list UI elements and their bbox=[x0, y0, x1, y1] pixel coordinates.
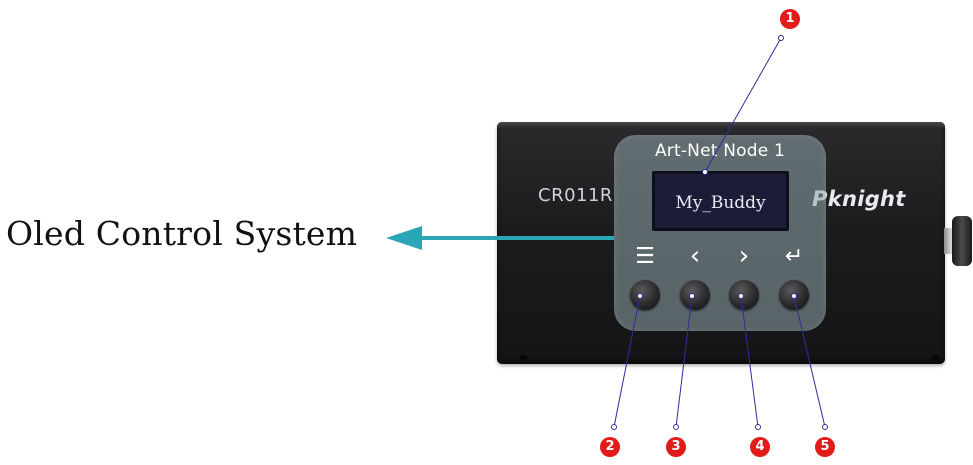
callout-3-dot bbox=[673, 424, 679, 430]
callout-4-dot bbox=[755, 424, 761, 430]
panel-title: Art-Net Node 1 bbox=[654, 141, 786, 161]
menu-icon: ☰ bbox=[635, 244, 655, 269]
device-top-edge bbox=[497, 122, 945, 128]
callout-4-leader bbox=[740, 295, 759, 428]
callout-3-leader bbox=[675, 295, 693, 428]
power-connector[interactable] bbox=[952, 216, 972, 266]
callout-badge-4: 4 bbox=[750, 437, 770, 457]
chevron-left-icon: ‹ bbox=[689, 241, 701, 271]
model-label: CR011R bbox=[538, 185, 613, 206]
chevron-right-icon: › bbox=[738, 241, 750, 271]
callout-1-dot bbox=[778, 35, 784, 41]
caption-title: Oled Control System bbox=[6, 214, 358, 253]
enter-icon: ↵ bbox=[784, 244, 804, 269]
menu-button[interactable] bbox=[630, 280, 660, 310]
screw-hole bbox=[520, 355, 527, 360]
callout-5-leader bbox=[793, 295, 826, 428]
callout-5-dot bbox=[822, 424, 828, 430]
pointer-arrow-head bbox=[386, 226, 422, 250]
callout-1-anchor bbox=[702, 169, 708, 175]
callout-2-dot bbox=[611, 424, 617, 430]
callout-badge-1: 1 bbox=[780, 9, 800, 29]
oled-display bbox=[652, 171, 789, 231]
brand-logo: Pknight bbox=[812, 187, 906, 211]
callout-badge-3: 3 bbox=[666, 437, 686, 457]
screw-hole bbox=[932, 355, 939, 360]
callout-4-anchor bbox=[738, 293, 744, 299]
left-button[interactable] bbox=[680, 280, 710, 310]
callout-5-anchor bbox=[791, 293, 797, 299]
oled-display-text: My_Buddy bbox=[675, 193, 766, 213]
callout-2-anchor bbox=[637, 293, 643, 299]
callout-badge-5: 5 bbox=[815, 437, 835, 457]
callout-2-leader bbox=[613, 295, 641, 428]
callout-badge-2: 2 bbox=[600, 437, 620, 457]
right-button[interactable] bbox=[729, 280, 759, 310]
callout-1-leader bbox=[704, 37, 782, 173]
callout-3-anchor bbox=[689, 293, 695, 299]
